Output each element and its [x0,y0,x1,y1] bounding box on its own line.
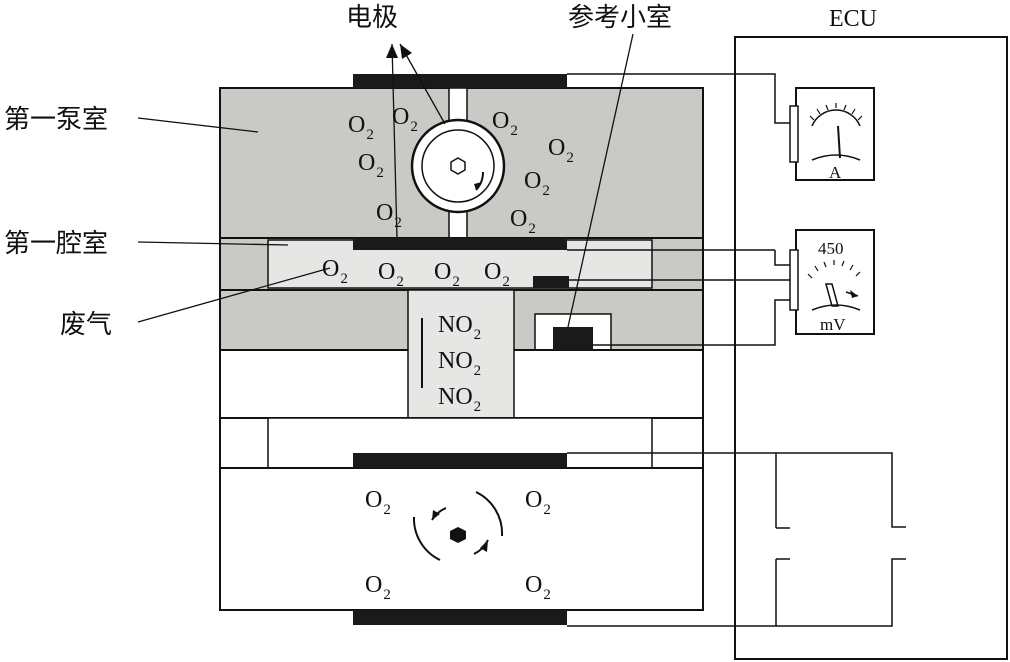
no2-molecule-label: NO2 [438,348,481,379]
ammeter-unit: A [829,163,842,182]
electrode-small [533,276,569,288]
no2-channel [407,289,515,419]
o2-molecule-label: O2 [358,150,384,181]
pump-rotor-top [410,118,506,214]
o2-molecule-label: O2 [365,572,391,603]
voltmeter-reading: 450 [818,239,844,258]
o2-molecule-label: O2 [548,135,574,166]
electrode-arrow [386,44,398,58]
wires [567,73,906,627]
o2-molecule-label: O2 [378,259,404,290]
o2-molecule-label: O2 [322,256,348,287]
electrode-pump-bottom [353,238,567,250]
pump-rotor-bottom [412,491,504,561]
ammeter [789,87,875,181]
o2-molecule-label: O2 [376,200,402,231]
o2-molecule-label: O2 [524,168,550,199]
no2-molecule-label: NO2 [438,312,481,343]
leader-lines [137,33,634,328]
label-ecu: ECU [829,6,877,32]
label-exhaust: 废气 [60,310,112,340]
voltmeter [789,229,875,335]
o2-molecule-label: O2 [348,112,374,143]
o2-molecule-label: O2 [365,487,391,518]
electrode-bottom [353,610,567,625]
label-first-pump-chamber: 第一泵室 [4,105,108,135]
electrode-second-top [353,453,567,468]
electrode-arrow-2 [400,44,412,59]
label-first-cavity: 第一腔室 [4,229,108,259]
no2-molecule-label: NO2 [438,384,481,415]
label-electrode: 电极 [346,3,398,33]
label-reference-cell: 参考小室 [568,3,672,33]
electrode-reference [553,327,593,350]
bottom-chamber [219,467,704,611]
o2-molecule-label: O2 [525,487,551,518]
voltmeter-unit: mV [820,315,846,334]
o2-molecule-label: O2 [392,104,418,135]
electrode-top [353,74,567,88]
o2-molecule-label: O2 [492,108,518,139]
o2-molecule-label: O2 [525,572,551,603]
o2-molecule-label: O2 [510,206,536,237]
o2-molecule-label: O2 [484,259,510,290]
o2-molecule-label: O2 [434,259,460,290]
